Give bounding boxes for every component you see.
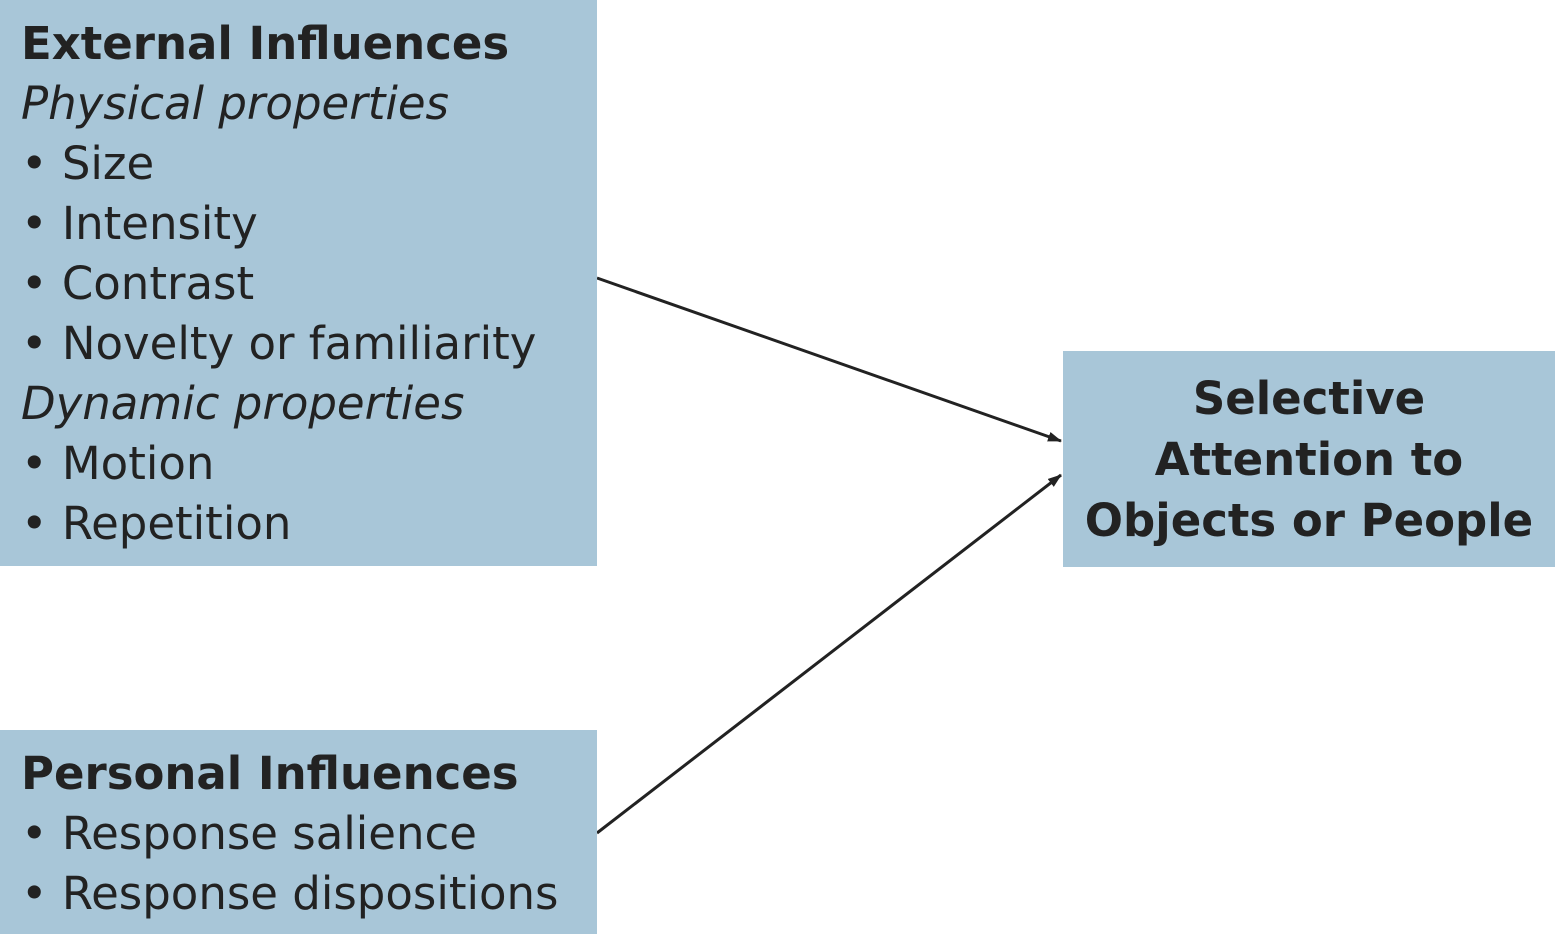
arrow-personal-to-attention: [596, 473, 1062, 835]
list-item: • Repetition: [21, 497, 292, 550]
list-item: • Intensity: [21, 197, 258, 250]
dynamic-properties-heading: Dynamic properties: [21, 377, 465, 430]
selective-attention-box: Selective Attention to Objects or People: [1063, 351, 1555, 567]
external-influences-title: External Influences: [21, 17, 510, 70]
list-item: • Response dispositions: [21, 867, 559, 920]
selective-attention-title: Selective Attention to Objects or People: [1084, 371, 1534, 547]
list-item: • Contrast: [21, 257, 255, 310]
list-item: • Response salience: [21, 807, 477, 860]
arrow-external-to-attention: [596, 276, 1062, 443]
external-influences-box: External Influences Physical properties …: [0, 0, 597, 566]
personal-influences-list: • Response salience • Response dispositi…: [21, 804, 597, 924]
list-item: • Motion: [21, 437, 215, 490]
physical-properties-list: • Size • Intensity • Contrast • Novelty …: [21, 134, 597, 374]
personal-influences-title: Personal Influences: [21, 747, 519, 800]
list-item: • Size: [21, 137, 155, 190]
dynamic-properties-list: • Motion • Repetition: [21, 434, 597, 554]
personal-influences-box: Personal Influences • Response salience …: [0, 730, 597, 934]
list-item: • Novelty or familiarity: [21, 317, 537, 370]
physical-properties-heading: Physical properties: [21, 77, 449, 130]
